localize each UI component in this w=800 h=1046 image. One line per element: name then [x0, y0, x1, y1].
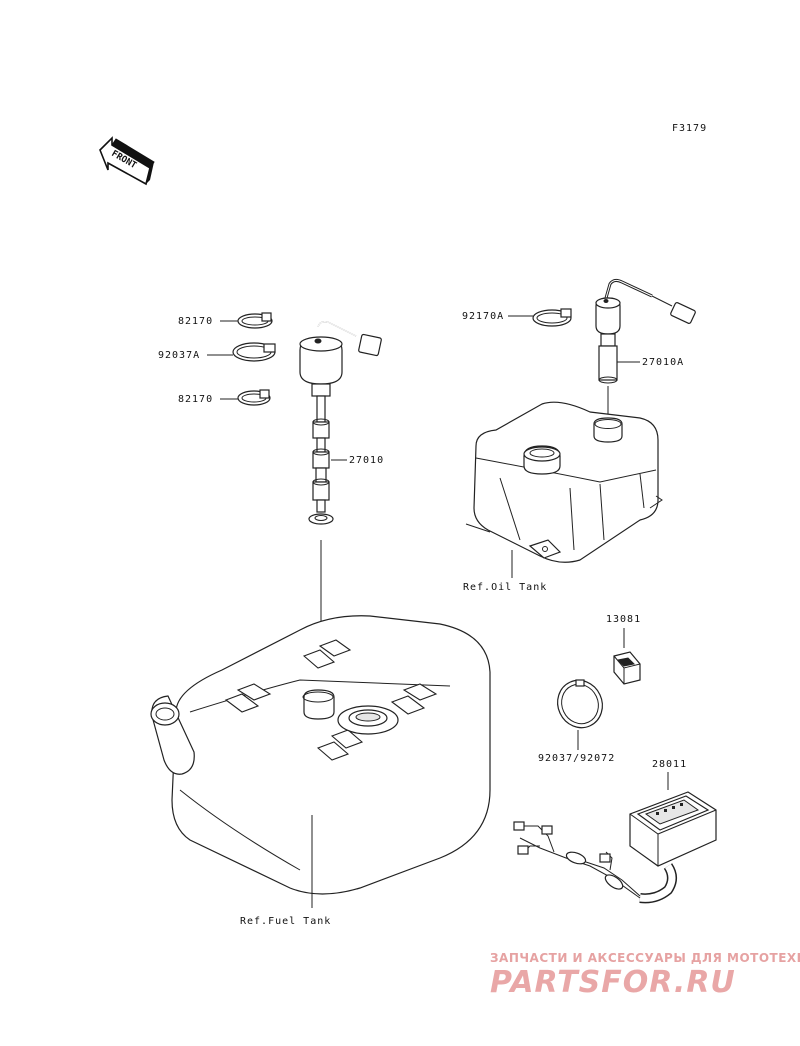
- watermark-brand: PARTSFOR.RU: [490, 965, 736, 1000]
- fuel-tank: [150, 615, 491, 895]
- label-13081: 13081: [606, 614, 641, 625]
- figure-code: F3179: [672, 123, 707, 134]
- label-27010a: 27010A: [642, 357, 684, 368]
- oil-gauge-sender-27010a: [595, 278, 696, 384]
- label-28011: 28011: [652, 759, 687, 770]
- clamp-82170-upper: [237, 312, 273, 329]
- oil-tank: [465, 401, 663, 563]
- label-92037a: 92037A: [158, 350, 200, 361]
- sensor-13081: [613, 651, 641, 685]
- front-arrow-icon: FRONT: [99, 136, 155, 186]
- watermark-tagline: ЗАПЧАСТИ И АКСЕССУАРЫ ДЛЯ МОТОТЕХНИКИ: [490, 951, 800, 965]
- fuel-gauge-sender-27010: [299, 321, 382, 525]
- meter-28011: [513, 791, 717, 904]
- clamp-92170a: [532, 308, 572, 327]
- label-27010: 27010: [349, 455, 384, 466]
- label-92170a: 92170A: [462, 311, 504, 322]
- label-92037-92072: 92037/92072: [538, 753, 615, 764]
- clamp-82170-lower: [237, 389, 271, 406]
- label-ref-oil-tank: Ref.Oil Tank: [463, 582, 547, 593]
- label-ref-fuel-tank: Ref.Fuel Tank: [240, 916, 331, 927]
- band-92037-92072: [557, 679, 603, 729]
- clamp-92037a: [232, 342, 276, 362]
- label-82170-lower: 82170: [178, 394, 213, 405]
- label-82170-upper: 82170: [178, 316, 213, 327]
